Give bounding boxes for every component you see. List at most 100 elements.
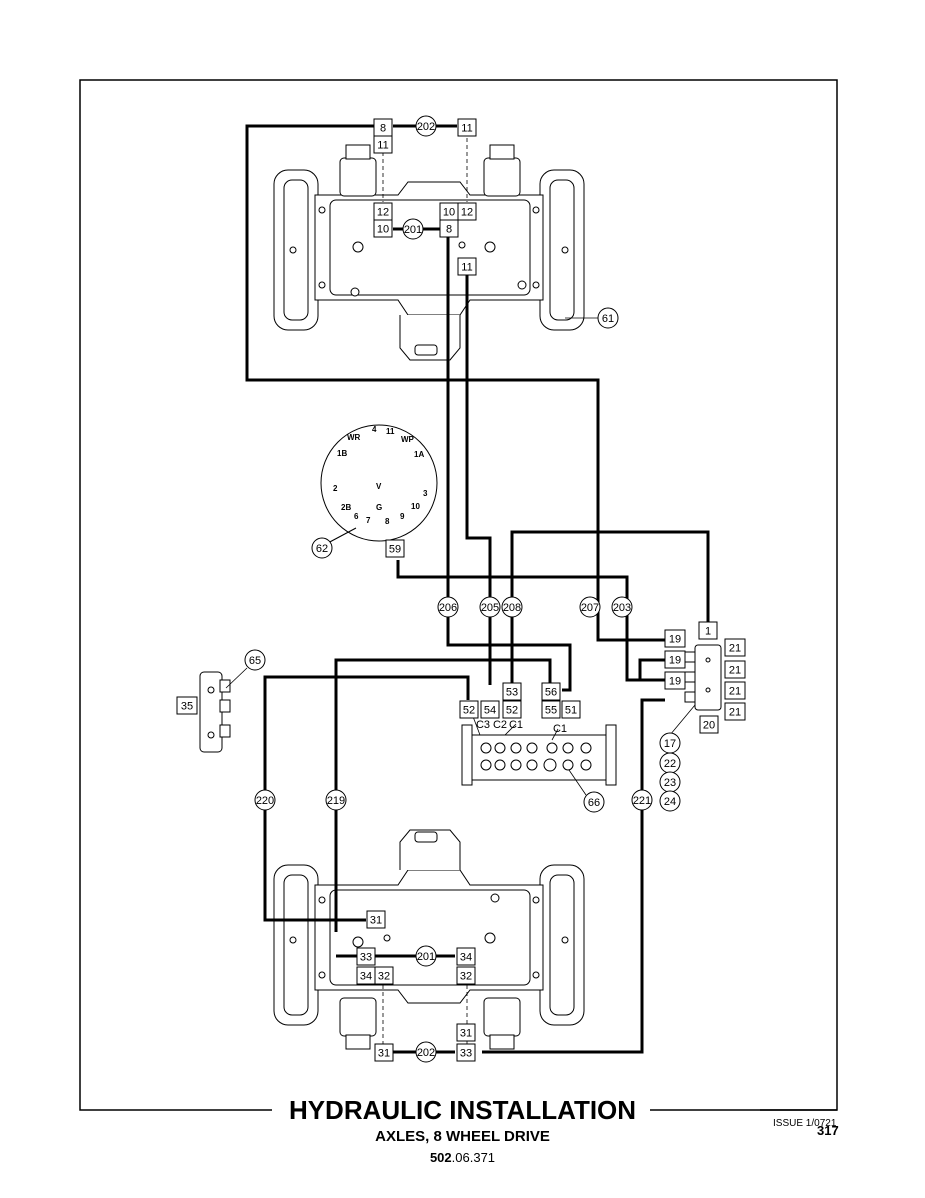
tag-mf-53-text: 53: [506, 687, 518, 699]
hose-220: 220: [254, 789, 276, 811]
document-number: 502.06.371: [0, 1150, 925, 1165]
dial-pos-wr: WR: [347, 433, 361, 442]
tag-top-11b: 11: [457, 118, 477, 137]
document-number-rest: .06.371: [451, 1150, 496, 1165]
tag-top-12b-text: 12: [461, 207, 473, 219]
callout-24: 24: [659, 790, 681, 812]
dial-pos-9: 9: [400, 512, 405, 521]
dial-pos-7: 7: [366, 516, 371, 525]
tag-top-11a: 11: [373, 135, 393, 154]
hose-207-text: 207: [581, 602, 599, 614]
tag-top-10b-text: 10: [443, 207, 455, 219]
side-valve: [199, 671, 231, 753]
callout-17-text: 17: [664, 738, 676, 750]
tag-bot-31a-text: 31: [370, 915, 382, 927]
hose-201-top-text: 201: [404, 224, 422, 236]
dial-pos-g: G: [376, 503, 382, 512]
tag-bot-32a-text: 32: [378, 971, 390, 983]
hose-208: 208: [501, 596, 523, 618]
dial-pos-10: 10: [411, 502, 420, 511]
tag-vb-21b-text: 21: [729, 665, 741, 677]
hose-202-top-text: 202: [417, 121, 435, 133]
tag-vb-19b-text: 19: [669, 655, 681, 667]
tag-vb-21d-text: 21: [729, 707, 741, 719]
tag-mf-54: 54: [480, 700, 500, 719]
tag-top-12a-text: 12: [377, 207, 389, 219]
tag-vb-20-text: 20: [703, 720, 715, 732]
hose-201-bottom-text: 201: [417, 951, 435, 963]
issue-date: ISSUE 1/0721: [773, 1118, 837, 1129]
tag-mf-54-text: 54: [484, 705, 496, 717]
callout-24-text: 24: [664, 796, 676, 808]
tag-mf-c3-text: C3: [476, 719, 490, 731]
dial-pos-wp: WP: [401, 435, 415, 444]
tag-top-11c-text: 11: [461, 262, 472, 274]
tag-35-text: 35: [181, 701, 193, 713]
hose-201-bottom: 201: [415, 945, 437, 967]
dial-pos-v: V: [376, 482, 382, 491]
tag-mf-52b: 52: [502, 700, 522, 719]
tag-mf-c2: C2: [493, 719, 507, 731]
hose-202-bottom: 202: [415, 1041, 437, 1063]
hose-205-text: 205: [481, 602, 499, 614]
selector-switch: [320, 424, 438, 545]
tag-bot-33b-text: 33: [460, 1048, 472, 1060]
callout-65: 65: [244, 649, 266, 671]
callout-66: 66: [583, 791, 605, 813]
tag-top-10a-text: 10: [377, 224, 389, 236]
tag-bot-31c-text: 31: [460, 1028, 472, 1040]
top-axle: [273, 144, 585, 361]
tag-mf-51-text: 51: [565, 705, 577, 717]
tag-mf-52a: 52: [459, 700, 479, 719]
tag-vb-19c-text: 19: [669, 676, 681, 688]
hose-201-top: 201: [402, 218, 424, 240]
tag-vb-19a: 19: [664, 629, 686, 648]
page-number: 317: [817, 1123, 839, 1138]
tag-vb-21d: 21: [724, 702, 746, 721]
dial-pos-6: 6: [354, 512, 359, 521]
hose-207: 207: [579, 596, 601, 618]
dial-pos-8: 8: [385, 517, 390, 526]
hose-206-text: 206: [439, 602, 457, 614]
hose-221-text: 221: [633, 795, 651, 807]
sub-title: AXLES, 8 WHEEL DRIVE: [375, 1128, 550, 1145]
tag-vb-1: 1: [698, 621, 718, 640]
tag-vb-19c: 19: [664, 671, 686, 690]
tag-mf-52b-text: 52: [506, 705, 518, 717]
callout-61: 61: [597, 307, 619, 329]
dial-pos-3: 3: [423, 489, 428, 498]
tag-vb-1-text: 1: [705, 626, 711, 638]
tag-bot-34b-text: 34: [460, 952, 472, 964]
hose-221: 221: [631, 789, 653, 811]
tag-top-11c: 11: [457, 257, 477, 276]
tag-bot-34a: 34: [356, 966, 376, 985]
tag-top-10a: 10: [373, 219, 393, 238]
manifold: [461, 724, 617, 786]
tag-bot-32a: 32: [374, 966, 394, 985]
callout-17: 17: [659, 732, 681, 754]
tag-mf-51: 51: [561, 700, 581, 719]
callout-62: 62: [311, 537, 333, 559]
main-title: HYDRAULIC INSTALLATION: [288, 1095, 637, 1125]
dial-pos-1b: 1B: [337, 449, 347, 458]
tag-bot-31c: 31: [456, 1023, 476, 1042]
hose-202-bottom-text: 202: [417, 1047, 435, 1059]
callout-62-text: 62: [316, 543, 328, 555]
hose-206: 206: [437, 596, 459, 618]
tag-top-10b: 10: [439, 202, 459, 221]
tag-top-8b: 8: [439, 219, 459, 238]
tag-mf-55-text: 55: [545, 705, 557, 717]
tag-vb-19b: 19: [664, 650, 686, 669]
tag-mf-56: 56: [541, 682, 561, 701]
valve-block: [684, 644, 722, 711]
bottom-axle: [273, 829, 585, 1050]
dial-pos-1a: 1A: [414, 450, 424, 459]
tag-top-11b-text: 11: [461, 123, 472, 135]
tag-mf-56-text: 56: [545, 687, 557, 699]
dial-pos-4: 4: [372, 425, 377, 434]
tag-vb-21b: 21: [724, 660, 746, 679]
tag-mf-c3: C3: [476, 719, 490, 731]
tag-top-11a-text: 11: [377, 140, 388, 152]
